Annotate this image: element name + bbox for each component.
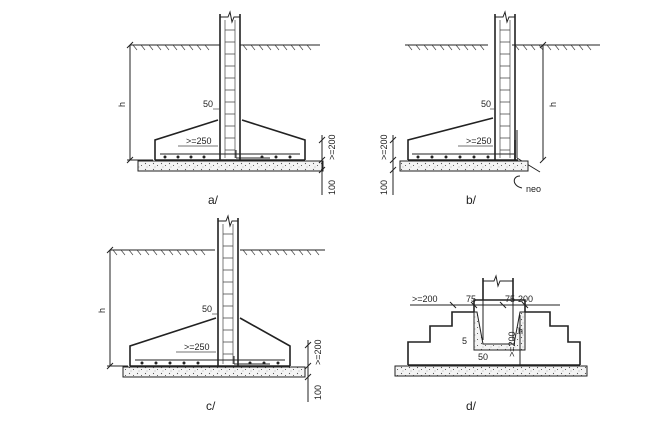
panel-a-50: 50 <box>203 99 213 109</box>
panel-b-50: 50 <box>481 99 491 109</box>
panel-c-50: 50 <box>202 304 212 314</box>
panel-c-ge250: >=250 <box>184 342 210 352</box>
panel-b-h: h <box>548 102 558 107</box>
panel-d: >=200 75 75 200 h 5 50 >=200 d/ <box>394 274 588 413</box>
panel-b: h 50 >=250 >=200 100 neo b/ <box>379 10 600 207</box>
panel-a-ge200: >=200 <box>327 134 337 160</box>
panel-d-ge200: >=200 <box>412 294 438 304</box>
panel-c: h 50 >=250 >=200 100 c/ <box>97 214 325 413</box>
panel-c-ge200: >=200 <box>313 339 323 365</box>
panel-a-caption: a/ <box>208 193 219 207</box>
panel-b-ge250: >=250 <box>466 136 492 146</box>
panel-b-ge200: >=200 <box>379 134 389 160</box>
panel-a: h 50 >=250 >=200 100 a/ <box>117 10 337 207</box>
panel-a-h: h <box>117 102 127 107</box>
panel-d-200: 200 <box>518 294 533 304</box>
panel-c-caption: c/ <box>206 399 216 413</box>
panel-d-50: 50 <box>478 352 488 362</box>
panel-b-100: 100 <box>379 180 389 195</box>
panel-d-ge200v: >=200 <box>507 331 517 357</box>
panel-a-100: 100 <box>327 180 337 195</box>
panel-d-75a: 75 <box>466 294 476 304</box>
panel-d-caption: d/ <box>466 399 477 413</box>
panel-c-h: h <box>97 308 107 313</box>
panel-a-ge250: >=250 <box>186 136 212 146</box>
panel-c-100: 100 <box>313 385 323 400</box>
panel-d-5: 5 <box>462 336 467 346</box>
panel-d-75b: 75 <box>505 294 515 304</box>
panel-d-h: h <box>518 326 523 336</box>
panel-b-neo: neo <box>526 184 541 194</box>
panel-b-caption: b/ <box>466 193 477 207</box>
